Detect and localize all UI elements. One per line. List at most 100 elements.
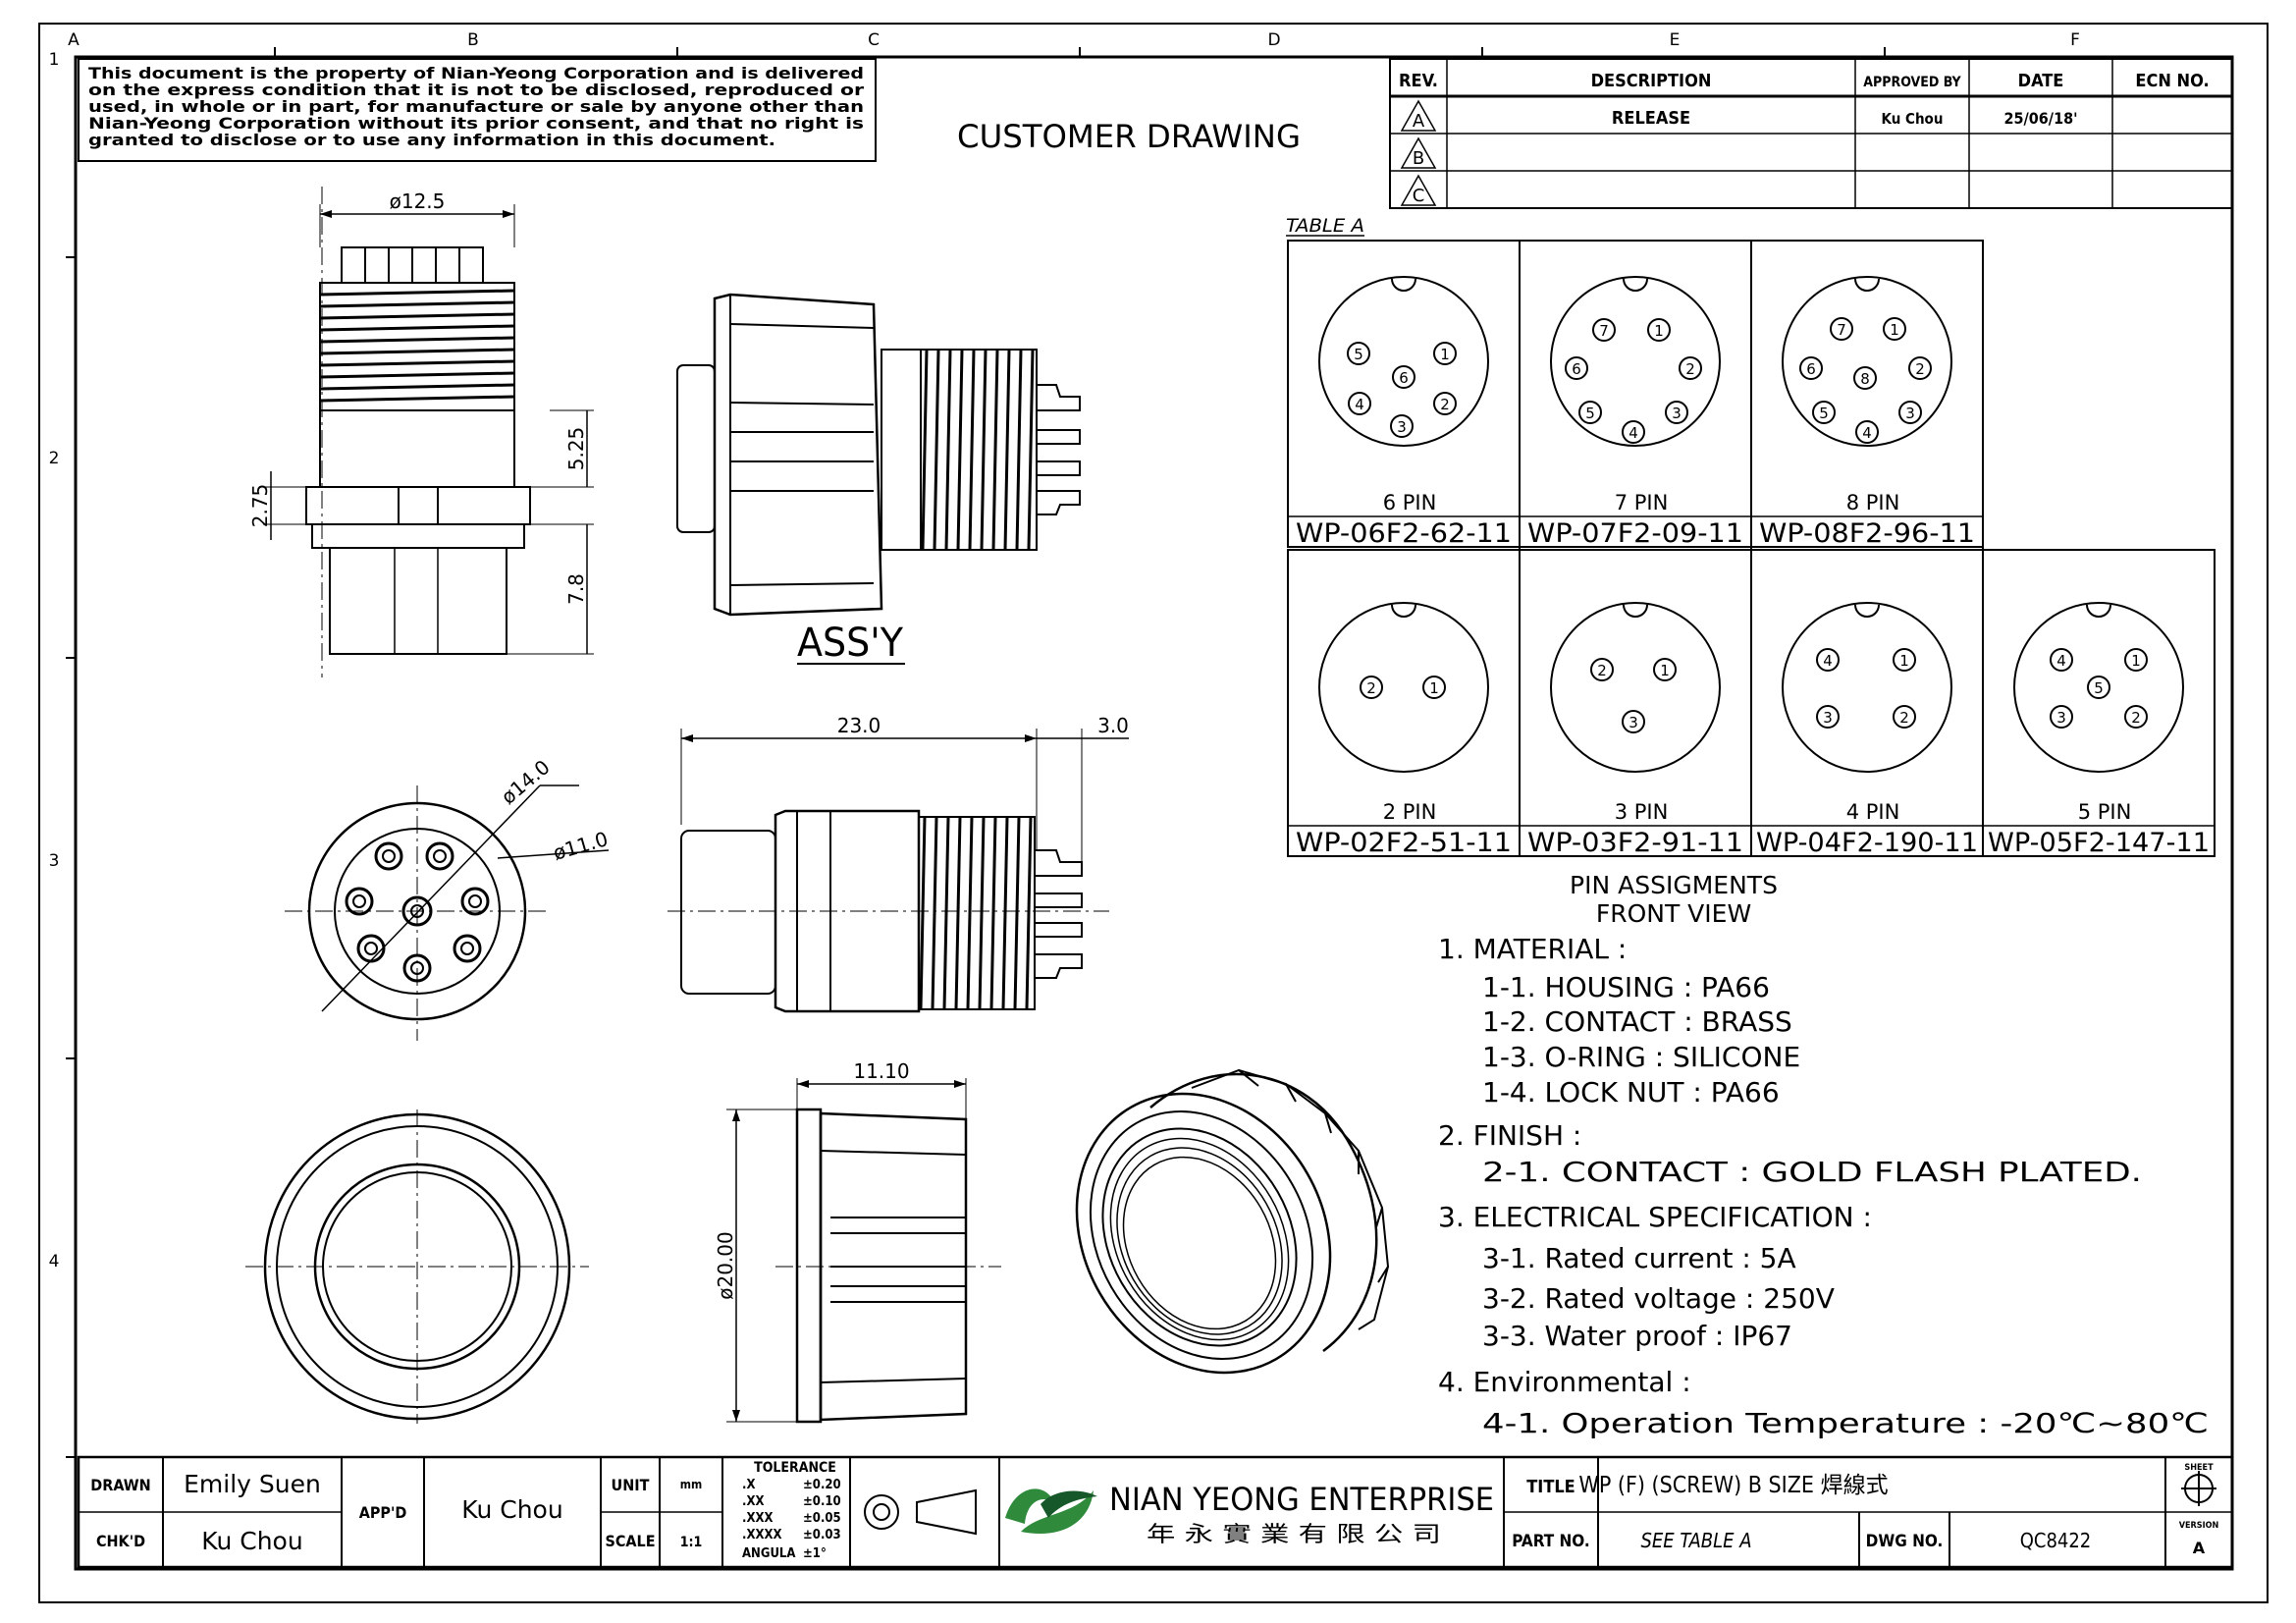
svg-text:1: 1	[1890, 321, 1899, 339]
pin-contact: 6	[1392, 365, 1415, 389]
zone-number-1: 1	[49, 50, 60, 70]
lock-nut-front-view	[245, 1109, 589, 1424]
svg-text:6: 6	[1572, 360, 1581, 378]
svg-text:3: 3	[2056, 709, 2066, 727]
svg-text:2: 2	[1685, 360, 1695, 378]
revision-table: REV. DESCRIPTION APPROVED BY DATE ECN NO…	[1389, 58, 2233, 209]
pin-contact: 3	[1390, 414, 1414, 438]
rev-a-letter: A	[1413, 111, 1425, 132]
pin-contact: 1	[1893, 648, 1916, 672]
tolerance-key: ANGULA	[742, 1546, 795, 1561]
pin-assignments-caption: PIN ASSIGMENTS	[1570, 871, 1778, 899]
dim-2-75: 2.75	[248, 484, 272, 528]
rev-a-triangle	[1400, 99, 1437, 132]
dim-3: 3.0	[1097, 714, 1129, 737]
pin-contact: 1	[1883, 317, 1906, 341]
rev-b-letter: B	[1413, 148, 1424, 169]
pin-contact: 4	[1855, 420, 1879, 444]
part-5-pin: WP-05F2-147-11	[1988, 828, 2210, 858]
part-no-label: PART NO.	[1512, 1532, 1590, 1551]
svg-text:2: 2	[1899, 709, 1909, 727]
notice-line-4: Nian-Yeong Corporation without its prior…	[88, 114, 864, 133]
approved-by-header: APPROVED BY	[1863, 75, 1961, 90]
part-8-pin: WP-08F2-96-11	[1759, 518, 1975, 549]
svg-text:5: 5	[1585, 405, 1595, 422]
svg-text:6: 6	[1399, 369, 1409, 387]
pin-contact: 5	[1578, 401, 1602, 424]
zone-letter-e: E	[1670, 30, 1681, 50]
pin-contact: 1	[1422, 676, 1446, 699]
zone-letter-b: B	[467, 30, 479, 50]
svg-text:1: 1	[1899, 652, 1909, 670]
part-4-pin: WP-04F2-190-11	[1756, 828, 1978, 858]
zone-letter-c: C	[868, 30, 880, 50]
pins-2-label: 2 PIN	[1383, 800, 1437, 824]
inner-border	[74, 55, 2234, 1571]
sheet-symbol-icon	[2181, 1471, 2216, 1506]
spec-line: 1-1. HOUSING : PA66	[1482, 971, 1770, 1003]
dim-diameter-20: ø20.00	[714, 1231, 737, 1300]
zone-letter-d: D	[1267, 30, 1280, 50]
pin-contact: 7	[1830, 317, 1853, 341]
dwg-no-label: DWG NO.	[1866, 1532, 1944, 1551]
spec-line: 4-1. Operation Temperature : -20℃~80℃	[1482, 1407, 2209, 1439]
pin-contact: 8	[1853, 366, 1877, 390]
svg-text:1: 1	[1429, 679, 1439, 697]
tolerance-key: .XXXX	[742, 1528, 782, 1542]
spec-line: 1-3. O-RING : SILICONE	[1482, 1041, 1800, 1073]
svg-text:2: 2	[1440, 396, 1450, 413]
drawn-value: Emily Suen	[184, 1470, 321, 1498]
title-value: WP (F) (SCREW) B SIZE 焊線式	[1578, 1473, 1888, 1498]
tolerance-label: TOLERANCE	[754, 1460, 836, 1476]
pin-face-5: 4 1 5 3 2	[2013, 602, 2184, 773]
appd-label: APP'D	[359, 1503, 407, 1522]
spec-line: 1-2. CONTACT : BRASS	[1482, 1005, 1792, 1038]
assy-label: ASS'Y	[797, 621, 904, 666]
rev-c-triangle	[1400, 174, 1437, 206]
title-block: DRAWN Emily Suen CHK'D Ku Chou APP'D Ku …	[77, 1455, 2234, 1569]
svg-text:2: 2	[1597, 662, 1607, 679]
pin-contact: 3	[2050, 705, 2073, 729]
tolerance-key: .XXX	[742, 1511, 774, 1526]
svg-text:2: 2	[1366, 679, 1376, 697]
tolerance-value: ±0.10	[803, 1494, 841, 1509]
rev-a-approved: Ku Chou	[1882, 110, 1944, 128]
notice-line-1: This document is the property of Nian-Ye…	[88, 64, 864, 82]
pin-contact: 2	[1679, 356, 1702, 380]
notice-line-5: granted to disclose or to use any inform…	[88, 131, 775, 149]
chkd-value: Ku Chou	[201, 1527, 302, 1555]
svg-text:5: 5	[2094, 679, 2104, 697]
pins-4-label: 4 PIN	[1846, 800, 1900, 824]
description-header: DESCRIPTION	[1591, 71, 1712, 91]
spec-line: 4. Environmental :	[1438, 1366, 1691, 1398]
ecn-header: ECN NO.	[2135, 71, 2209, 91]
rev-c-letter: C	[1413, 186, 1425, 206]
pin-contact: 1	[2124, 648, 2148, 672]
svg-text:3: 3	[1397, 418, 1407, 436]
part-2-pin: WP-02F2-51-11	[1296, 828, 1512, 858]
pin-contact: 1	[1647, 318, 1671, 342]
dwg-no-value: QC8422	[2020, 1529, 2092, 1552]
spec-line: 3-1. Rated current : 5A	[1482, 1242, 1796, 1274]
dim-23: 23.0	[837, 714, 881, 737]
pins-6-label: 6 PIN	[1383, 491, 1437, 514]
dim-diameter-11: ø11.0	[551, 827, 611, 865]
pin-contact: 7	[1592, 318, 1616, 342]
pin-contact: 2	[1893, 705, 1916, 729]
third-angle-projection-icon	[864, 1488, 977, 1536]
spec-line: 1-4. LOCK NUT : PA66	[1482, 1076, 1780, 1109]
svg-text:5: 5	[1354, 346, 1363, 363]
spec-line: 2. FINISH :	[1438, 1119, 1581, 1152]
pins-5-label: 5 PIN	[2078, 800, 2132, 824]
pin-contact: 5	[1347, 342, 1370, 365]
scale-value: 1:1	[680, 1535, 703, 1550]
table-a: TABLE A 6 PIN 7 PIN 8 PIN WP-06F2-62-11 …	[1286, 215, 2216, 928]
company-name-zh: 年 永 實 業 有 限 公 司	[1147, 1523, 1441, 1547]
svg-text:3: 3	[1823, 709, 1833, 727]
front-view-drawing: ø14.0 ø11.0	[285, 755, 611, 1041]
svg-text:1: 1	[2131, 652, 2141, 670]
svg-text:8: 8	[1860, 370, 1870, 388]
pins-3-label: 3 PIN	[1615, 800, 1669, 824]
notice-line-2: on the express condition that it is not …	[88, 81, 865, 99]
svg-text:7: 7	[1837, 321, 1846, 339]
